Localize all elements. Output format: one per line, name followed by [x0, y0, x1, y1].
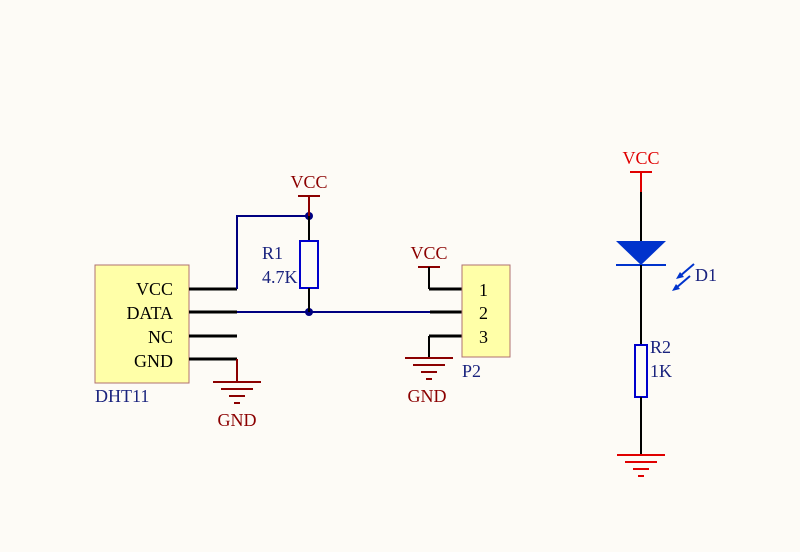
resistor-r2: R2 1K: [634, 337, 672, 455]
resistor-r1: R1 4.7K: [262, 216, 319, 312]
resistor-r2-body: [634, 344, 648, 398]
wire-vcc-to-r1: [236, 215, 309, 289]
vcc-label-p2: VCC: [410, 243, 447, 263]
vcc-symbol-r1: VCC: [290, 172, 328, 216]
r1-designator: R1: [262, 243, 283, 263]
gnd-label-dht11: GND: [218, 410, 257, 430]
dht11-pin-gnd-label: GND: [134, 351, 173, 371]
vcc-symbol-p2: VCC: [410, 243, 448, 289]
vcc-symbol-led: VCC: [622, 148, 660, 192]
connector-p2: 1 2 3 P2: [429, 264, 511, 381]
r1-value: 4.7K: [262, 267, 298, 287]
led-triangle: [616, 241, 666, 265]
dht11-pin-nc-label: NC: [148, 327, 173, 347]
wires: [236, 215, 430, 313]
dht11-component: VCC DATA NC GND DHT11: [94, 264, 237, 406]
p2-pin3-label: 3: [479, 327, 488, 347]
vcc-label-led: VCC: [622, 148, 659, 168]
p2-designator: P2: [462, 361, 481, 381]
dht11-pin-data-label: DATA: [126, 303, 173, 323]
gnd-symbol-led: [617, 454, 665, 477]
p2-pin1-label: 1: [479, 280, 488, 300]
dht11-body: [94, 264, 190, 384]
r2-value: 1K: [650, 361, 672, 381]
dht11-pin-vcc-label: VCC: [136, 279, 173, 299]
resistor-r1-body: [299, 240, 319, 289]
led-emission-arrows: [672, 263, 695, 291]
gnd-label-p2: GND: [408, 386, 447, 406]
vcc-label-r1: VCC: [290, 172, 327, 192]
p2-body: [461, 264, 511, 358]
d1-designator: D1: [695, 265, 717, 285]
gnd-symbol-dht11: GND: [213, 359, 261, 430]
p2-pin2-label: 2: [479, 303, 488, 323]
r2-designator: R2: [650, 337, 671, 357]
led-d1: D1: [616, 192, 717, 345]
dht11-designator: DHT11: [95, 386, 149, 406]
gnd-symbol-p2: GND: [405, 336, 453, 406]
